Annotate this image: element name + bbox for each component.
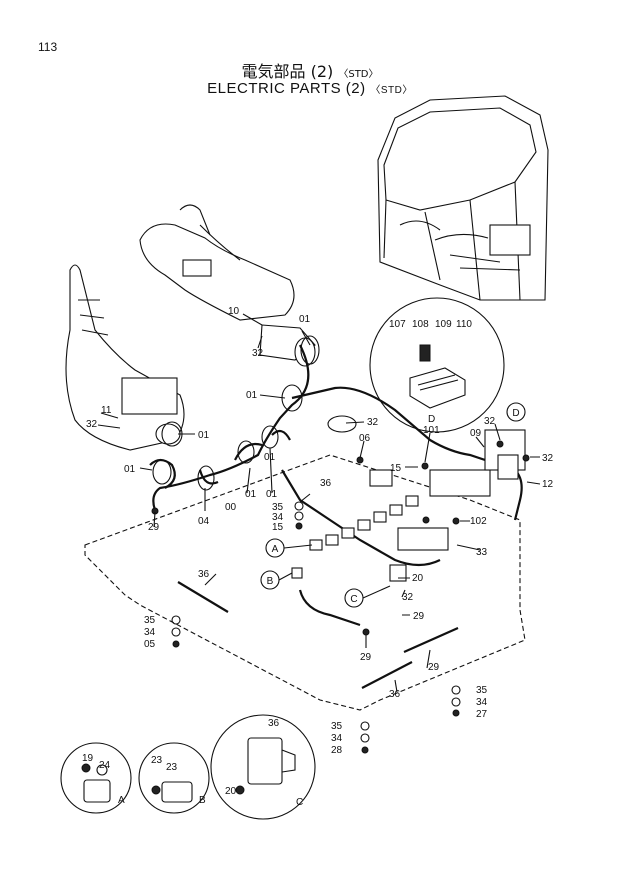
detail-b-inset [138, 742, 210, 814]
part-label: 01 [264, 452, 276, 463]
part-label: 33 [476, 547, 488, 558]
title-english: ELECTRIC PARTS (2) 〈STD〉 [0, 80, 620, 97]
part-label: 32 [252, 348, 264, 359]
hardware-bolts [151, 440, 530, 754]
title-jp-qualifier: 〈STD〉 [338, 69, 379, 80]
title-jp-text: 電気部品 (2) [241, 62, 334, 81]
left-console [65, 264, 185, 451]
callout-d-letter: D [512, 408, 519, 419]
right-console [139, 204, 316, 367]
part-label: 32 [484, 416, 496, 427]
part-label: 35 [144, 615, 156, 626]
part-label: 35 [331, 721, 343, 732]
detail-letter-b: B [199, 795, 206, 806]
callout-a-letter: A [272, 544, 279, 555]
relay-group [291, 429, 526, 582]
part-label: 11 [101, 405, 112, 416]
part-label: 29 [360, 652, 372, 663]
part-label: 23 [151, 755, 163, 766]
part-label: 32 [86, 419, 98, 430]
part-label: 108 [412, 319, 429, 330]
part-label: 36 [198, 569, 210, 580]
title-en-text: ELECTRIC PARTS (2) [207, 80, 366, 97]
part-label: 19 [82, 753, 94, 764]
part-label: 01 [245, 489, 257, 500]
callout-circle-b: B [260, 570, 280, 590]
callout-circle-d: D [506, 402, 526, 422]
part-label: 29 [413, 611, 425, 622]
part-label: 20 [412, 573, 424, 584]
part-label: 01 [198, 430, 210, 441]
leader-lines [97, 313, 541, 693]
callout-c-letter: C [350, 594, 357, 605]
detail-c-inset [210, 714, 316, 820]
part-label: 01 [299, 314, 311, 325]
detail-a-inset [60, 742, 132, 814]
callout-circle-a: A [265, 538, 285, 558]
part-label: 05 [144, 639, 156, 650]
part-label: 36 [320, 478, 332, 489]
part-label: 27 [476, 709, 488, 720]
detail-d-inset [369, 297, 505, 433]
cab-illustration [377, 95, 549, 301]
part-label: 32 [402, 592, 414, 603]
part-label: 06 [359, 433, 371, 444]
callout-circle-c: C [344, 588, 364, 608]
part-label: 102 [470, 516, 487, 527]
part-label: 34 [476, 697, 488, 708]
part-label: 34 [331, 733, 343, 744]
part-label: 110 [456, 319, 472, 330]
part-label: 36 [268, 718, 280, 729]
part-label: 35 [272, 502, 284, 513]
part-label: 01 [246, 390, 258, 401]
part-label: 32 [367, 417, 379, 428]
floor-plate [84, 454, 526, 711]
part-label: 23 [166, 762, 178, 773]
part-label: 32 [542, 453, 554, 464]
part-label: 28 [331, 745, 343, 756]
part-label: 15 [272, 522, 284, 533]
detail-letter-a: A [118, 795, 125, 806]
part-label: 36 [389, 689, 401, 700]
part-label: 107 [389, 319, 406, 330]
part-label: 34 [272, 512, 284, 523]
part-label: 24 [99, 760, 111, 771]
part-label: 101 [423, 425, 440, 436]
part-label: 35 [476, 685, 488, 696]
title-japanese: 電気部品 (2) 〈STD〉 [0, 58, 620, 82]
callout-b-letter: B [267, 576, 274, 587]
detail-letter-d: D [428, 414, 435, 425]
title-en-qualifier: 〈STD〉 [370, 85, 413, 96]
part-label: 10 [228, 306, 240, 317]
page-number: 113 [38, 40, 58, 54]
part-label: 01 [266, 489, 278, 500]
part-label: 09 [470, 428, 482, 439]
part-label: 00 [225, 502, 237, 513]
part-label: 01 [124, 464, 136, 475]
part-label: 34 [144, 627, 156, 638]
part-label: 109 [435, 319, 452, 330]
detail-letter-c: C [296, 797, 303, 808]
wire-straps [177, 581, 459, 689]
part-label: 29 [148, 522, 160, 533]
part-label: 12 [542, 479, 554, 490]
part-label: 15 [390, 463, 402, 474]
part-label: 04 [198, 516, 210, 527]
wire-harness [149, 335, 523, 627]
part-label: 20 [225, 786, 237, 797]
part-label: 29 [428, 662, 440, 673]
